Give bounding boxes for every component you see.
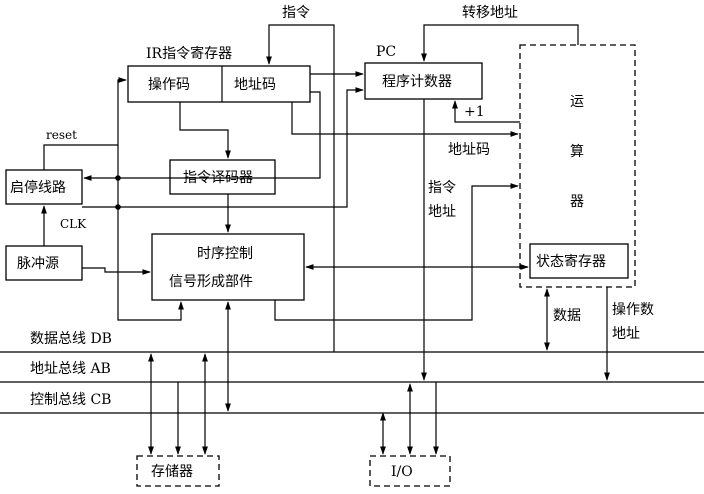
pc-label: 程序计数器	[382, 74, 452, 90]
memory-label: 存储器	[151, 464, 193, 480]
operand-addr-label-2: 地址	[612, 326, 640, 342]
pc-increment-path	[452, 100, 520, 123]
ir-register: IR指令寄存器 操作码 地址码	[127, 45, 311, 103]
start-stop-circuit: 启停线路	[5, 169, 83, 205]
reset-label: reset	[46, 128, 77, 142]
status-register-label: 状态寄存器	[536, 253, 606, 270]
alu-char-3: 器	[570, 194, 584, 210]
start-stop-label: 启停线路	[10, 179, 66, 196]
address-bus-label: 地址总线 AB	[30, 361, 111, 377]
buses: 数据总线 DB 地址总线 AB 控制总线 CB	[0, 331, 704, 414]
addr-code-to-alu	[291, 102, 519, 137]
clock-source: 脉冲源	[5, 245, 83, 281]
start-stop-to-timing	[117, 145, 184, 321]
operand-addr-label-1: 操作数	[612, 302, 654, 318]
timing-control-unit: 时序控制 信号形成部件	[151, 233, 305, 301]
jump-address-label: 转移地址	[462, 5, 518, 21]
plus-one-label: +1	[464, 104, 485, 120]
reset-path	[43, 77, 127, 170]
instruction-decoder: 指令译码器	[169, 159, 276, 195]
timing-label-2: 信号形成部件	[169, 274, 253, 290]
io-device: I/O	[369, 455, 451, 487]
io-label: I/O	[391, 464, 413, 480]
alu-char-2: 算	[570, 144, 584, 160]
ir-title: IR指令寄存器	[146, 45, 232, 62]
data-bus-label: 数据总线 DB	[30, 331, 112, 347]
alu: 运 算 器 状态寄存器	[519, 44, 636, 288]
instr-addr-label-2: 地址	[428, 204, 456, 220]
pc-title: PC	[376, 44, 396, 60]
addr-code-label: 地址码	[234, 77, 276, 93]
control-bus-label: 控制总线 CB	[30, 392, 111, 408]
jump-address-path	[421, 24, 579, 62]
opcode-to-decoder	[179, 102, 231, 159]
addr-code-label-right: 地址码	[448, 142, 490, 158]
timing-label-1: 时序控制	[197, 246, 253, 262]
start-stop-to-pc	[82, 87, 364, 208]
instruction-label: 指令	[282, 5, 310, 21]
clock-source-label: 脉冲源	[17, 256, 59, 272]
instr-addr-label-1: 指令	[428, 180, 456, 196]
ir-feedback-to-start-stop	[83, 91, 321, 181]
instruction-path	[266, 24, 335, 352]
clk-label: CLK	[60, 217, 87, 231]
program-counter: PC 程序计数器	[364, 44, 483, 100]
connections: 指令 转移地址 地址码 +1 reset CLK	[41, 5, 654, 455]
data-label: 数据	[553, 308, 581, 324]
memory: 存储器	[136, 455, 220, 487]
clock-to-timing	[82, 267, 151, 275]
timing-to-alu	[274, 183, 519, 321]
opcode-label: 操作码	[148, 77, 190, 93]
alu-char-1: 运	[570, 94, 584, 110]
